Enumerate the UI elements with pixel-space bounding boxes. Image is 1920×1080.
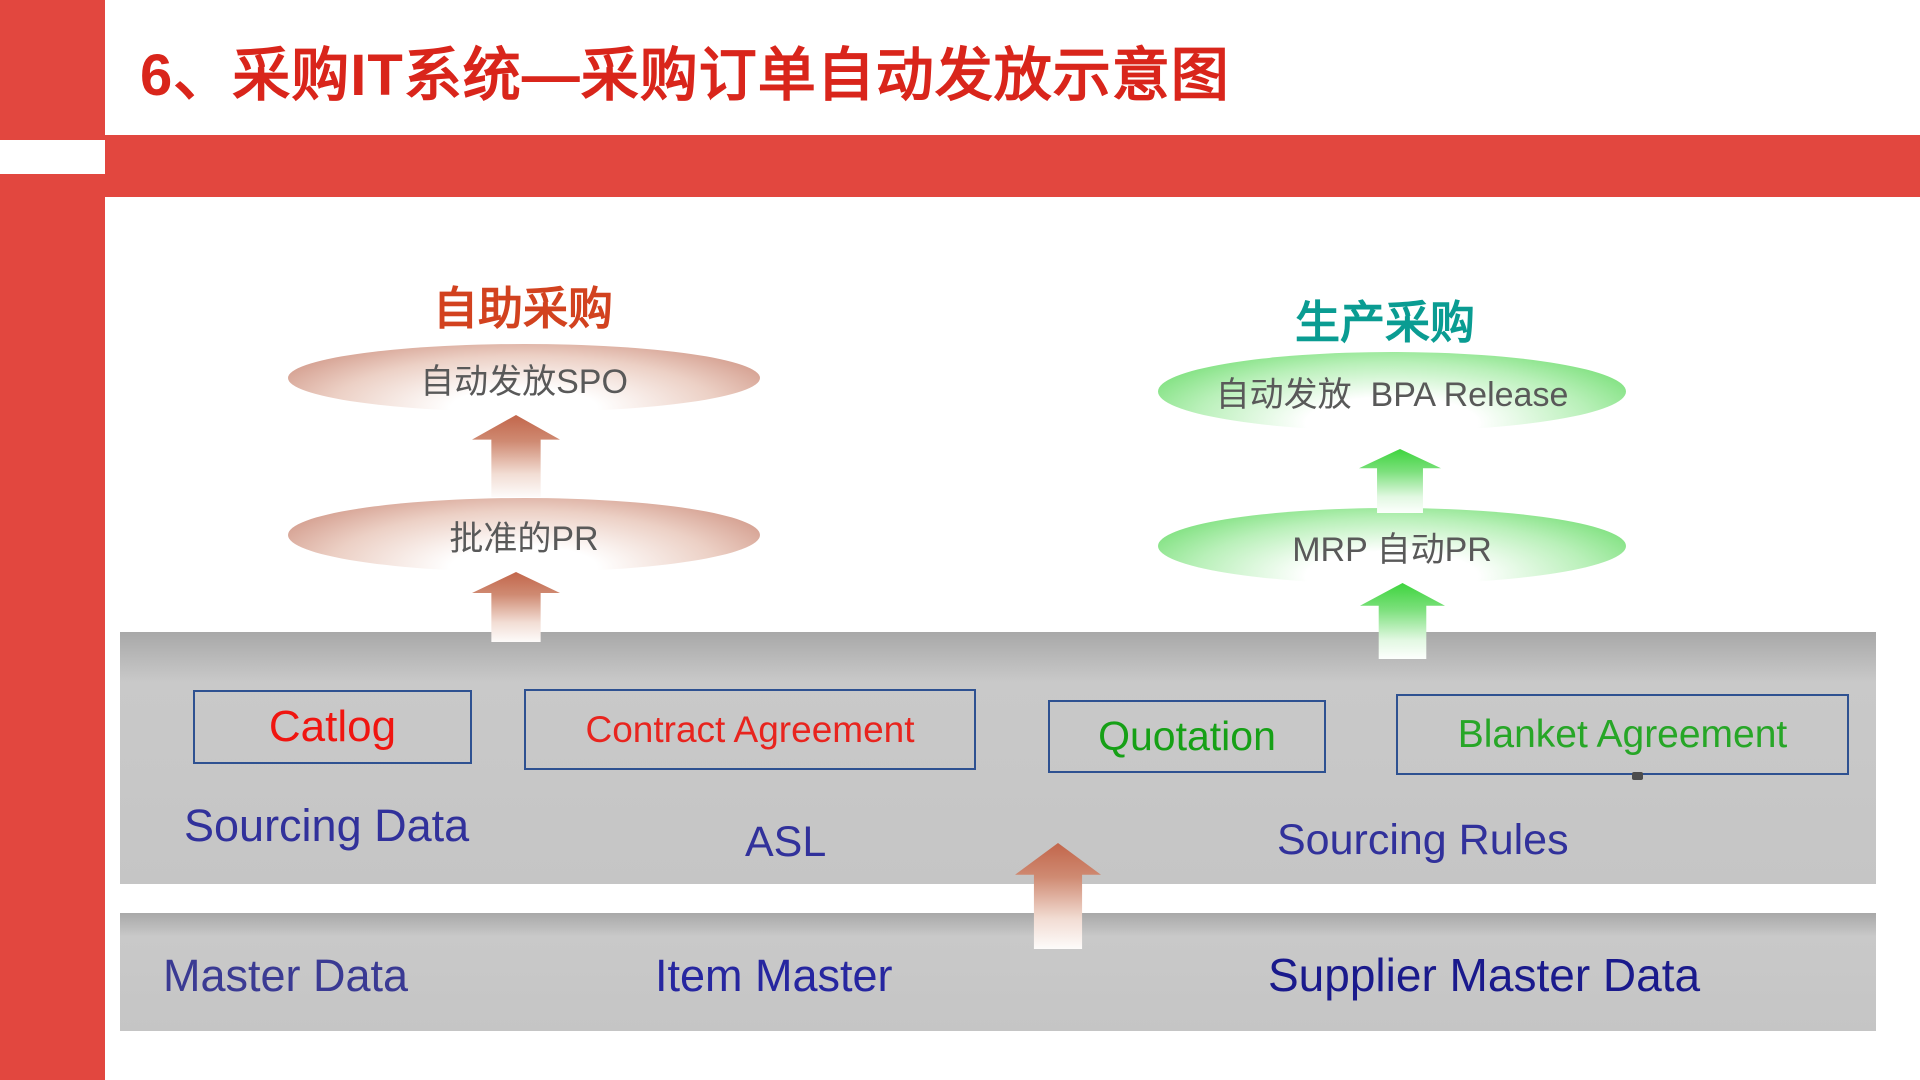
- sourcing-rules-label: Sourcing Rules: [1277, 816, 1569, 864]
- slide-title: 6、采购IT系统—采购订单自动发放示意图: [140, 43, 1230, 108]
- quotation-label: Quotation: [1098, 713, 1276, 759]
- contract-agreement-label: Contract Agreement: [585, 708, 915, 750]
- supplier-master-data-label: Supplier Master Data: [1268, 949, 1701, 1001]
- auto-release-bpa-label: 自动发放 BPA Release: [1215, 376, 1569, 414]
- blanket-agreement-box: Blanket Agreement: [1396, 694, 1849, 775]
- approved-pr-label: 批准的PR: [449, 519, 599, 558]
- asl-label: ASL: [745, 818, 827, 866]
- auto-release-spo-label: 自动发放SPO: [420, 362, 628, 401]
- catlog-box: Catlog: [193, 690, 472, 764]
- mrp-auto-pr-label: MRP 自动PR: [1292, 530, 1492, 569]
- top-accent-band: [105, 135, 1920, 197]
- item-master-label: Item Master: [655, 950, 893, 1001]
- stray-dot-mark: [1632, 772, 1643, 780]
- catlog-label: Catlog: [268, 702, 397, 751]
- blanket-agreement-label: Blanket Agreement: [1457, 712, 1788, 756]
- mrp-auto-pr-ellipse: MRP 自动PR: [1158, 508, 1626, 584]
- pr-to-spo-arrow-icon: [472, 415, 560, 497]
- sourcing-layer-panel: [120, 632, 1876, 884]
- quotation-box: Quotation: [1048, 700, 1326, 773]
- master-layer-panel: [120, 913, 1876, 1031]
- sourcing-data-label: Sourcing Data: [184, 800, 470, 851]
- production-heading: 生产采购: [1295, 297, 1476, 348]
- mrp-to-bpa-arrow-icon: [1359, 449, 1441, 513]
- left-accent-bar-notch: [0, 140, 105, 174]
- master-data-label: Master Data: [163, 950, 409, 1001]
- contract-agreement-box: Contract Agreement: [524, 689, 976, 770]
- self-service-heading: 自助采购: [433, 283, 614, 334]
- left-accent-bar: [0, 0, 105, 1080]
- auto-release-bpa-ellipse: 自动发放 BPA Release: [1158, 352, 1626, 431]
- auto-release-spo-ellipse: 自动发放SPO: [288, 344, 760, 412]
- approved-pr-ellipse: 批准的PR: [288, 498, 760, 572]
